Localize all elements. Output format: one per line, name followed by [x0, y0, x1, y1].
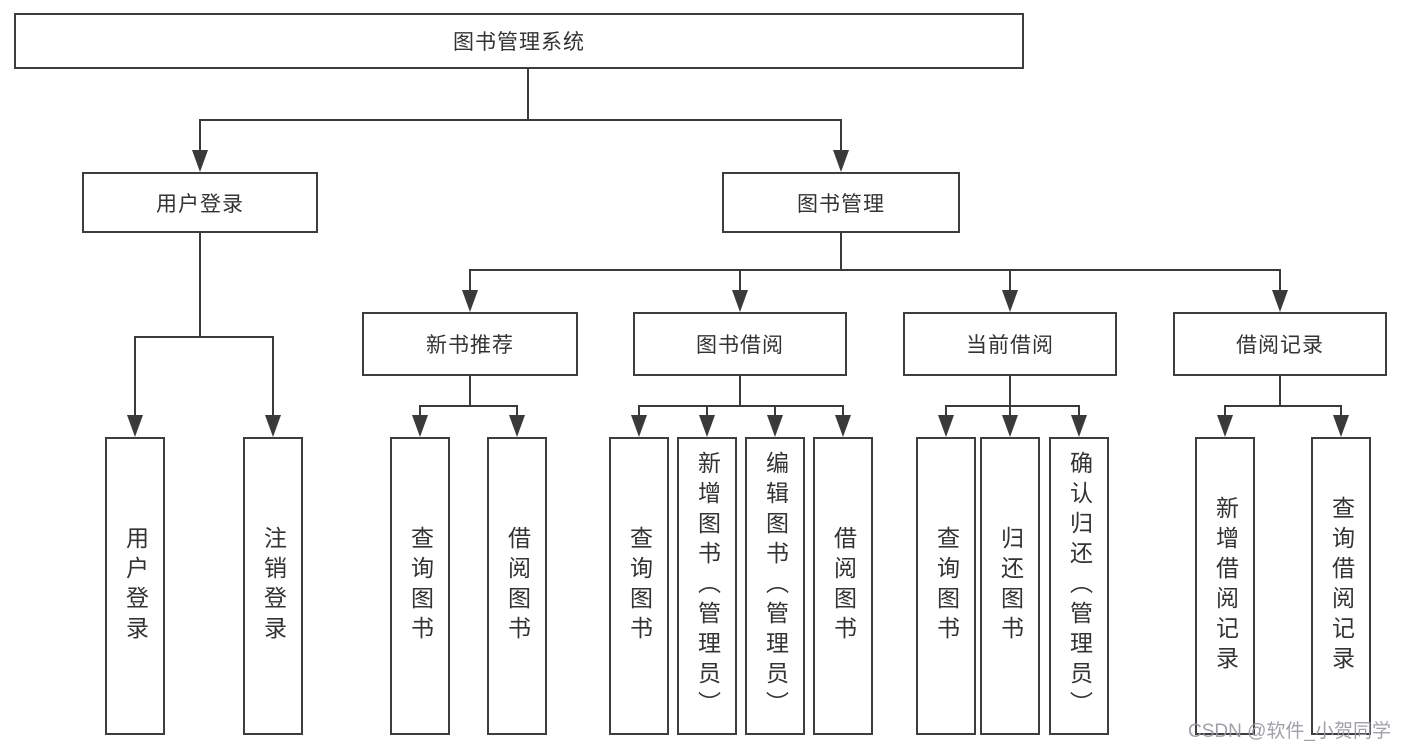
- leaf-add-borrow-record: 新增借阅记录: [1195, 437, 1255, 735]
- leaf-logout: 注销登录: [243, 437, 303, 735]
- arrowhead-leaf-confirm-return: [1071, 415, 1087, 437]
- leaf-borrow-books-1-label: 借阅图书: [504, 526, 531, 646]
- leaf-query-books-1-label: 查询图书: [407, 526, 434, 646]
- leaf-borrow-books-2-label: 借阅图书: [830, 526, 857, 646]
- arrowhead-leaf-borrow-books-1: [509, 415, 525, 437]
- arrowhead-book-borrowing: [732, 290, 748, 312]
- leaf-query-books-1: 查询图书: [390, 437, 450, 735]
- leaf-borrow-books-2: 借阅图书: [813, 437, 873, 735]
- leaf-query-borrow-record: 查询借阅记录: [1311, 437, 1371, 735]
- leaf-return-book: 归还图书: [980, 437, 1040, 735]
- arrowhead-leaf-borrow-books-2: [835, 415, 851, 437]
- leaf-query-books-3: 查询图书: [916, 437, 976, 735]
- arrowhead-user-login: [192, 150, 208, 172]
- watermark: CSDN @软件_小贺同学: [1188, 721, 1391, 742]
- node-system-root: 图书管理系统: [14, 13, 1024, 69]
- arrowhead-leaf-query-books-3: [938, 415, 954, 437]
- arrowhead-book-management: [833, 150, 849, 172]
- arrowhead-leaf-add-book: [699, 415, 715, 437]
- leaf-user-login: 用户登录: [105, 437, 165, 735]
- node-system-root-label: 图书管理系统: [453, 31, 585, 54]
- leaf-user-login-label: 用户登录: [122, 526, 149, 646]
- leaf-return-book-label: 归还图书: [997, 526, 1024, 646]
- arrowhead-leaf-query-record: [1333, 415, 1349, 437]
- arrowhead-new-book-recommend: [462, 290, 478, 312]
- node-book-management-label: 图书管理: [797, 192, 885, 216]
- arrowhead-leaf-query-books-2: [631, 415, 647, 437]
- arrowhead-leaf-return-book: [1002, 415, 1018, 437]
- node-current-borrowing-label: 当前借阅: [966, 334, 1054, 357]
- arrowhead-leaf-query-books-1: [412, 415, 428, 437]
- arrowhead-current-borrowing: [1002, 290, 1018, 312]
- node-new-book-recommend: 新书推荐: [362, 312, 578, 376]
- arrowhead-leaf-add-record: [1217, 415, 1233, 437]
- leaf-confirm-return-admin-label: 确认归还（管理员）: [1066, 451, 1093, 721]
- leaf-add-book-admin-label: 新增图书（管理员）: [694, 451, 721, 721]
- arrowhead-leaf-user-login: [127, 415, 143, 437]
- leaf-edit-book-admin: 编辑图书（管理员）: [745, 437, 805, 735]
- arrowhead-leaf-logout: [265, 415, 281, 437]
- node-book-borrowing: 图书借阅: [633, 312, 847, 376]
- node-book-management: 图书管理: [722, 172, 960, 233]
- leaf-borrow-books-1: 借阅图书: [487, 437, 547, 735]
- leaf-confirm-return-admin: 确认归还（管理员）: [1049, 437, 1109, 735]
- node-user-login-label: 用户登录: [156, 192, 244, 216]
- leaf-query-books-2: 查询图书: [609, 437, 669, 735]
- node-current-borrowing: 当前借阅: [903, 312, 1117, 376]
- arrowhead-borrow-records: [1272, 290, 1288, 312]
- leaf-add-borrow-record-label: 新增借阅记录: [1212, 496, 1239, 676]
- leaf-logout-label: 注销登录: [260, 526, 287, 646]
- leaf-query-borrow-record-label: 查询借阅记录: [1328, 496, 1355, 676]
- node-new-book-recommend-label: 新书推荐: [426, 334, 514, 357]
- arrowhead-leaf-edit-book: [767, 415, 783, 437]
- node-book-borrowing-label: 图书借阅: [696, 334, 784, 357]
- leaf-query-books-2-label: 查询图书: [626, 526, 653, 646]
- node-borrow-records-label: 借阅记录: [1236, 334, 1324, 357]
- node-user-login: 用户登录: [82, 172, 318, 233]
- leaf-edit-book-admin-label: 编辑图书（管理员）: [762, 451, 789, 721]
- leaf-add-book-admin: 新增图书（管理员）: [677, 437, 737, 735]
- node-borrow-records: 借阅记录: [1173, 312, 1387, 376]
- leaf-query-books-3-label: 查询图书: [933, 526, 960, 646]
